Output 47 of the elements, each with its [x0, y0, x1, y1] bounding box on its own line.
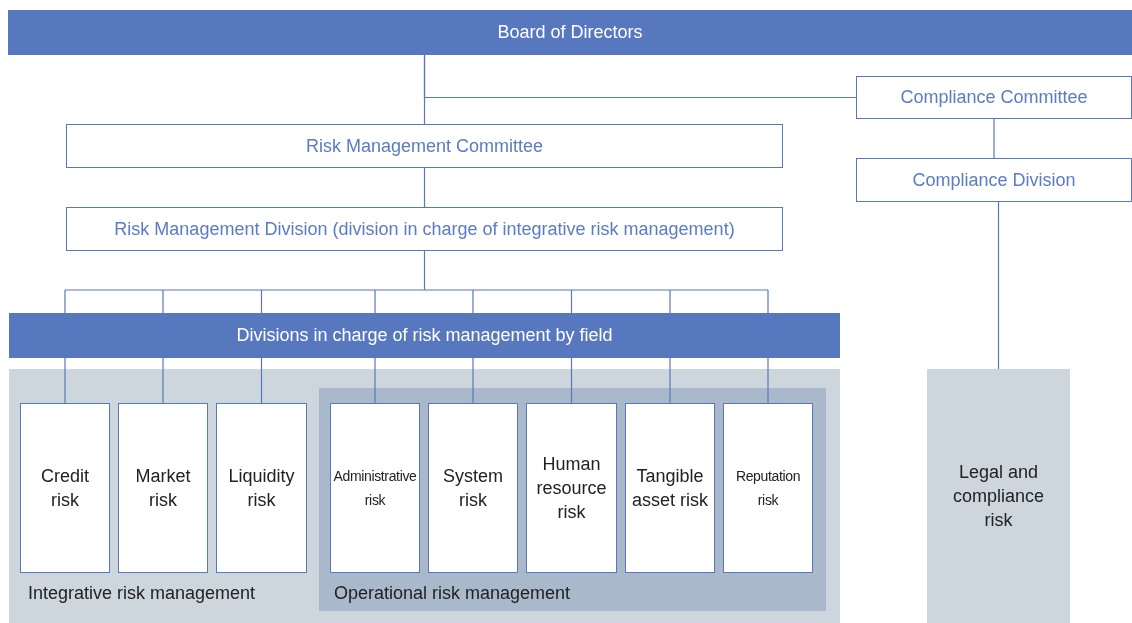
connector-line [767, 357, 769, 404]
risk-box [723, 403, 813, 573]
org-box [66, 207, 783, 251]
box-label: Compliance Division [912, 168, 1076, 192]
risk-box [625, 403, 715, 573]
connector-line [423, 54, 857, 99]
connector-line [669, 357, 671, 404]
box-label: Risk Management Division (division in charge of integrative risk management) [114, 217, 735, 241]
connector-line [374, 357, 376, 404]
box-label: Risk Management Committee [305, 134, 544, 158]
risk-label: Legal and compliance risk [951, 461, 1045, 532]
panel-label: Integrative risk management [28, 582, 256, 605]
group-panel [319, 388, 826, 611]
risk-box [330, 403, 420, 573]
risk-box [118, 403, 208, 573]
header-bar [8, 10, 1132, 55]
bar-title: Divisions in charge of risk management by field [236, 324, 613, 347]
risk-label: Reputation risk [734, 467, 802, 510]
connector-line [472, 357, 474, 404]
connector-line [423, 167, 426, 208]
risk-label: Credit risk [40, 465, 90, 512]
risk-label: Administrative risk [332, 467, 418, 510]
connector-line [64, 250, 769, 314]
box-label: Compliance Committee [900, 86, 1088, 109]
connector-line [162, 357, 164, 404]
risk-panel [927, 369, 1070, 623]
risk-label: Human resource risk [535, 453, 608, 524]
risk-label: Tangible asset risk [631, 465, 709, 512]
connector-line [993, 118, 995, 159]
connector-line [997, 201, 1000, 370]
connector-line [570, 357, 573, 404]
risk-box [428, 403, 518, 573]
risk-box [526, 403, 617, 573]
group-panel [9, 369, 840, 623]
panel-label: Operational risk management [334, 582, 571, 605]
risk-label: Market risk [134, 465, 192, 512]
header-bar [9, 313, 840, 358]
org-box [66, 124, 783, 168]
risk-box [216, 403, 307, 573]
org-box [856, 76, 1132, 119]
risk-label: System risk [442, 465, 504, 512]
org-box [856, 158, 1132, 202]
risk-box [20, 403, 110, 573]
bar-title: Board of Directors [497, 21, 643, 44]
risk-label: Liquidity risk [227, 465, 296, 512]
connector-line [64, 357, 66, 404]
connector-line [260, 357, 263, 404]
